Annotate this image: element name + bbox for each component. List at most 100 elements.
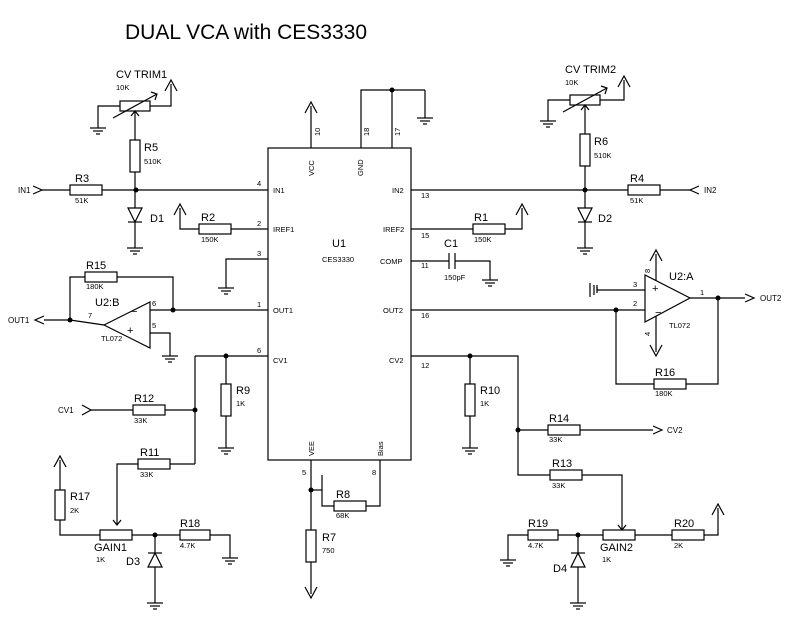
resistor-r19 bbox=[527, 529, 559, 541]
cv2-connector: CV2 bbox=[580, 425, 683, 435]
r12-ref: R12 bbox=[134, 393, 154, 405]
r3-value: 51K bbox=[75, 196, 88, 205]
r14-value: 33K bbox=[549, 435, 562, 444]
capacitor-c1 bbox=[448, 253, 499, 287]
u2a-pin-neg: 2 bbox=[633, 299, 637, 308]
c1-value: 150pF bbox=[444, 273, 466, 282]
r2-ref: R2 bbox=[201, 212, 215, 224]
resistor-r8 bbox=[333, 500, 367, 512]
gain2-value: 1K bbox=[602, 555, 611, 564]
u2b-pin-pos: 5 bbox=[152, 321, 156, 330]
u2a-part: TL072 bbox=[669, 321, 690, 330]
potentiometer-gain1 bbox=[99, 529, 133, 541]
d2-ref: D2 bbox=[598, 213, 612, 225]
u2b-pin-out: 7 bbox=[88, 311, 92, 320]
pin-3-number: 3 bbox=[257, 249, 261, 258]
r19-ref: R19 bbox=[528, 518, 548, 530]
pin-cv2-name: CV2 bbox=[389, 356, 404, 365]
resistor-r15 bbox=[84, 271, 118, 283]
resistor-r3 bbox=[69, 184, 103, 196]
u2b-sign-neg: − bbox=[131, 306, 137, 318]
resistor-r12 bbox=[132, 404, 166, 416]
pin-bias-number: 8 bbox=[372, 468, 376, 477]
in2-connector: IN2 bbox=[660, 185, 717, 195]
cv-trim2-value: 10K bbox=[565, 78, 578, 87]
pin-iref1-name: IREF1 bbox=[273, 225, 294, 234]
r5-ref: R5 bbox=[144, 142, 158, 154]
u2b-pin-neg: 6 bbox=[152, 299, 156, 308]
u2b-ref: U2:B bbox=[95, 297, 119, 309]
opamp-u2a: + − U2:A TL072 3 2 8 4 1 bbox=[589, 249, 745, 357]
r13-ref: R13 bbox=[552, 458, 572, 470]
net-cv2-label: CV2 bbox=[667, 426, 683, 435]
u2a-sign-neg: − bbox=[655, 307, 661, 319]
gain1-ref: GAIN1 bbox=[94, 542, 127, 554]
pin-vee-number: 5 bbox=[302, 468, 306, 477]
ic-u1-part: CES3330 bbox=[322, 255, 354, 264]
u2a-pin-vpos: 8 bbox=[643, 269, 652, 273]
pin-vcc-number: 10 bbox=[313, 128, 322, 136]
resistor-r13 bbox=[549, 469, 583, 481]
resistor-r7 bbox=[305, 529, 317, 563]
gain2-ref: GAIN2 bbox=[600, 542, 633, 554]
net-in2-label: IN2 bbox=[704, 186, 717, 195]
resistor-r4 bbox=[627, 184, 661, 196]
r15-value: 180K bbox=[86, 282, 104, 291]
r18-ref: R18 bbox=[180, 518, 200, 530]
resistor-r6 bbox=[579, 133, 591, 167]
u2a-pin-vneg: 4 bbox=[643, 332, 652, 336]
r17-ref: R17 bbox=[70, 491, 90, 503]
u2a-sign-pos: + bbox=[652, 283, 658, 295]
pin-vcc-name: VCC bbox=[307, 160, 316, 176]
resistor-r14 bbox=[547, 424, 581, 436]
resistor-r18 bbox=[179, 529, 211, 541]
schematic-title: DUAL VCA with CES3330 bbox=[125, 21, 367, 44]
net-out2-label: OUT2 bbox=[760, 294, 782, 303]
ic-u1: U1 CES3330 4 IN1 2 IREF1 3 1 OUT1 6 CV1 … bbox=[138, 87, 640, 530]
r10-ref: R10 bbox=[480, 385, 500, 397]
pin-iref1-number: 2 bbox=[257, 219, 261, 228]
net-cv1-label: CV1 bbox=[58, 406, 74, 415]
r12-value: 33K bbox=[134, 416, 147, 425]
r1-value: 150K bbox=[474, 235, 492, 244]
pin-cv2-number: 12 bbox=[421, 361, 429, 370]
pin-gnd-number: 18 bbox=[362, 128, 371, 136]
gain1-value: 1K bbox=[96, 555, 105, 564]
net-in1-label: IN1 bbox=[18, 186, 31, 195]
r9-ref: R9 bbox=[236, 385, 250, 397]
u2a-pin-out: 1 bbox=[700, 288, 704, 297]
out1-connector: OUT1 bbox=[8, 315, 70, 325]
pin-cv1-name: CV1 bbox=[273, 356, 288, 365]
d4-ref: D4 bbox=[553, 563, 567, 575]
d1-ref: D1 bbox=[150, 213, 164, 225]
pin-out1-name: OUT1 bbox=[273, 306, 293, 315]
pin-comp-name: COMP bbox=[380, 257, 403, 266]
r18-value: 4.7K bbox=[180, 541, 195, 550]
u2b-sign-pos: + bbox=[127, 325, 133, 337]
d3-ref: D3 bbox=[126, 556, 140, 568]
pin-17-number: 17 bbox=[393, 128, 402, 136]
r7-ref: R7 bbox=[322, 532, 336, 544]
ic-u1-ref: U1 bbox=[332, 238, 346, 250]
resistor-r16 bbox=[653, 378, 687, 390]
opamp-u2b: − + U2:B TL072 6 5 7 bbox=[69, 297, 179, 363]
cv-trim2-ref: CV TRIM2 bbox=[565, 64, 616, 76]
resistor-r11 bbox=[137, 458, 171, 470]
u2a-ref: U2:A bbox=[669, 271, 694, 283]
pin-cv1-number: 6 bbox=[257, 346, 261, 355]
in1-connector: IN1 bbox=[18, 185, 70, 195]
r6-value: 510K bbox=[594, 151, 612, 160]
ic-u1-body bbox=[267, 147, 412, 461]
r11-value: 33K bbox=[140, 470, 153, 479]
r7-value: 750 bbox=[322, 546, 335, 555]
r6-ref: R6 bbox=[594, 136, 608, 148]
trimmer-cv-trim1: CV TRIM1 10K bbox=[89, 69, 178, 140]
r19-value: 4.7K bbox=[528, 541, 543, 550]
u2b-part: TL072 bbox=[101, 334, 122, 343]
r13-value: 33K bbox=[552, 481, 565, 490]
pin-iref2-name: IREF2 bbox=[383, 225, 404, 234]
cv-trim1-value: 10K bbox=[116, 83, 129, 92]
pin-gnd-name: GND bbox=[356, 159, 365, 176]
r16-value: 180K bbox=[655, 389, 673, 398]
pin-comp-number: 11 bbox=[421, 261, 429, 270]
